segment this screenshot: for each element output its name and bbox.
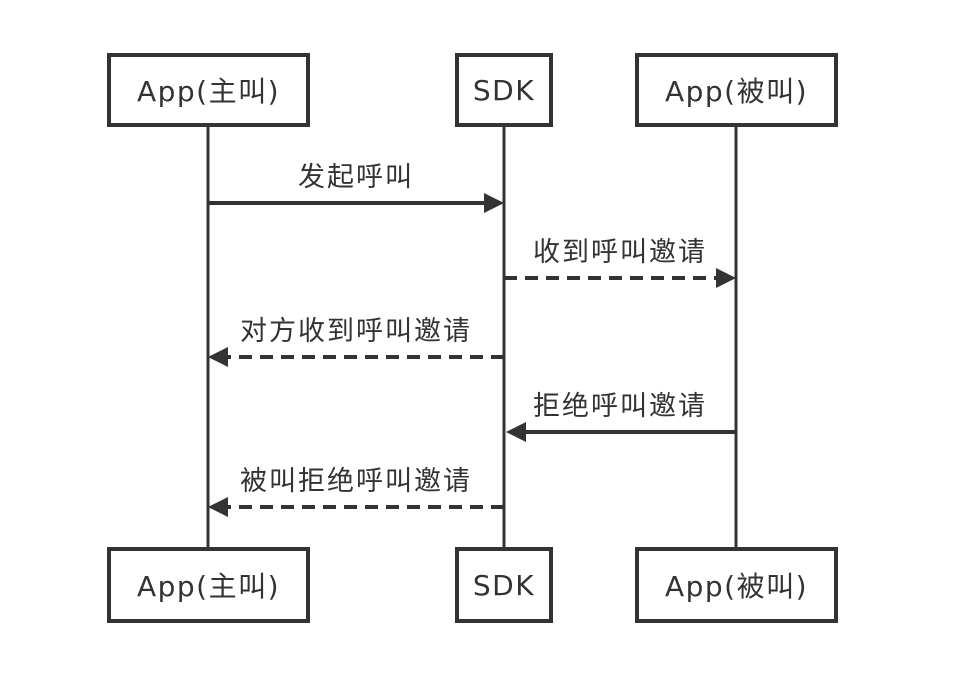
message-label-peer-received-invitation: 对方收到呼叫邀请 bbox=[240, 316, 472, 347]
participant-box-caller-bottom: App(主叫) bbox=[107, 547, 310, 623]
arrowhead-peer-received-invitation bbox=[208, 347, 228, 367]
participant-label-sdk-top: SDK bbox=[472, 73, 536, 107]
message-label-initiate-call: 发起呼叫 bbox=[298, 162, 414, 193]
participant-box-callee-bottom: App(被叫) bbox=[635, 547, 838, 623]
participant-label-sdk-bottom: SDK bbox=[472, 568, 536, 602]
participant-box-sdk-bottom: SDK bbox=[455, 547, 553, 623]
participant-box-callee-top: App(被叫) bbox=[635, 53, 838, 127]
participant-label-caller-bottom: App(主叫) bbox=[136, 570, 281, 603]
participant-label-caller-top: App(主叫) bbox=[136, 75, 281, 108]
arrowhead-received-invitation bbox=[716, 268, 736, 288]
arrowhead-initiate-call bbox=[484, 193, 504, 213]
message-label-reject-invitation: 拒绝呼叫邀请 bbox=[533, 391, 707, 422]
participant-label-callee-bottom: App(被叫) bbox=[664, 570, 809, 603]
participant-box-sdk-top: SDK bbox=[455, 53, 553, 127]
arrowhead-callee-rejected-invitation bbox=[208, 497, 228, 517]
arrowhead-reject-invitation bbox=[506, 422, 526, 442]
participant-label-callee-top: App(被叫) bbox=[664, 75, 809, 108]
message-label-received-invitation: 收到呼叫邀请 bbox=[533, 237, 707, 268]
participant-box-caller-top: App(主叫) bbox=[107, 53, 310, 127]
message-label-callee-rejected-invitation: 被叫拒绝呼叫邀请 bbox=[240, 466, 472, 497]
